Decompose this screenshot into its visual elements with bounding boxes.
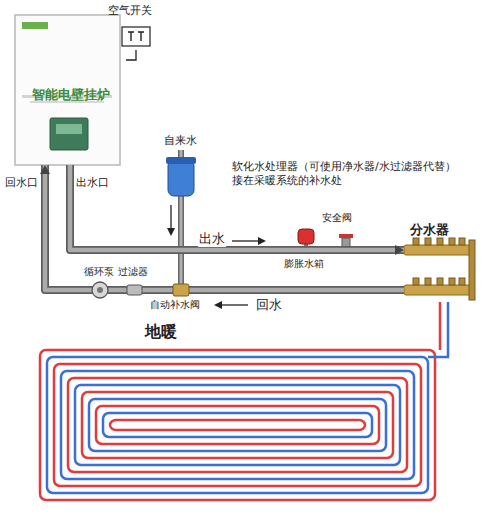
pump-hub	[97, 287, 103, 293]
coil-loop	[61, 371, 414, 479]
manifold-bar	[404, 285, 472, 295]
manifold-bar	[404, 245, 472, 255]
flow-arrow-head	[214, 301, 222, 309]
filter	[127, 285, 142, 295]
manifold-valves	[413, 238, 465, 285]
flow-arrow	[170, 205, 171, 232]
valve-knob	[413, 278, 419, 285]
floor-heating-coil	[40, 350, 435, 500]
port-label: 回水口	[5, 176, 38, 190]
floor-pipe	[440, 302, 441, 322]
safety-valve	[342, 238, 350, 247]
manifold-node: 分水器	[404, 222, 478, 302]
part-label: 自动补水阀	[150, 299, 200, 312]
coil-loop	[82, 392, 393, 458]
valve-knob	[449, 238, 455, 245]
valve-knob	[425, 238, 431, 245]
port-label: 出水口	[76, 176, 109, 190]
floor-pipe-red	[439, 322, 442, 350]
boiler-screen	[56, 124, 82, 134]
part-label: 安全阀	[322, 212, 352, 225]
pipe-line	[439, 302, 442, 322]
switch-box	[122, 27, 150, 46]
auto-fill-valve	[173, 284, 189, 296]
coil-loop	[68, 378, 407, 472]
node-heading: 智能电壁挂炉	[15, 87, 126, 103]
switch-symbol	[128, 32, 144, 41]
part-label: 过滤器	[118, 266, 148, 279]
pipe-outline	[45, 165, 404, 290]
safety-valve-cap	[339, 234, 353, 238]
expansion-tank	[298, 229, 314, 244]
valve-knob	[437, 238, 443, 245]
circulation-pump	[92, 282, 108, 298]
boiler-display	[50, 118, 88, 150]
note: 软化水处理器（可使用净水器/水过滤器代替） 接在采暖系统的补水处	[232, 160, 464, 188]
arrow-head	[395, 245, 404, 255]
inlet-label: 自来水	[164, 134, 197, 148]
valve-knob	[459, 238, 465, 245]
node-heading: 空气开关	[108, 4, 152, 17]
valve-knob	[425, 278, 431, 285]
flow-arrow-head	[258, 237, 266, 245]
boiler-node: 智能电壁挂炉	[15, 15, 126, 165]
coil-loop	[89, 399, 386, 451]
switch-node: 空气开关	[108, 4, 156, 50]
node-heading: 地暖	[145, 322, 177, 341]
manifold-end	[469, 240, 475, 300]
wire	[126, 50, 136, 60]
node-heading: 分水器	[410, 222, 449, 238]
flow-arrow	[232, 240, 262, 241]
flow-arrow-head	[167, 228, 175, 236]
valve-knob	[413, 238, 419, 245]
boiler-logo	[22, 22, 48, 29]
arrow-head	[40, 165, 50, 174]
coil-loop	[110, 420, 365, 430]
floor-heating-node: 地暖	[30, 322, 445, 506]
coil-loop	[54, 364, 421, 486]
coil-loop	[75, 385, 400, 465]
flow-label: 回水	[255, 297, 283, 313]
part-label: 循环泵	[84, 266, 114, 279]
flow-arrow	[218, 304, 248, 305]
valve-knob	[437, 278, 443, 285]
coil-loop	[96, 406, 379, 444]
part-label: 膨胀水箱	[284, 258, 324, 271]
wire-line	[126, 50, 136, 60]
softener-cap	[166, 157, 196, 164]
flow-label: 出水	[198, 231, 226, 247]
softener	[168, 160, 194, 196]
valve-knob	[449, 278, 455, 285]
coil-loop	[47, 357, 428, 493]
floor-pipe-blue	[428, 302, 448, 357]
coil-loop	[40, 350, 435, 500]
pipe	[40, 165, 404, 290]
pipe-line	[45, 165, 404, 290]
valve-knob	[459, 278, 465, 285]
coil-loop	[103, 413, 372, 437]
